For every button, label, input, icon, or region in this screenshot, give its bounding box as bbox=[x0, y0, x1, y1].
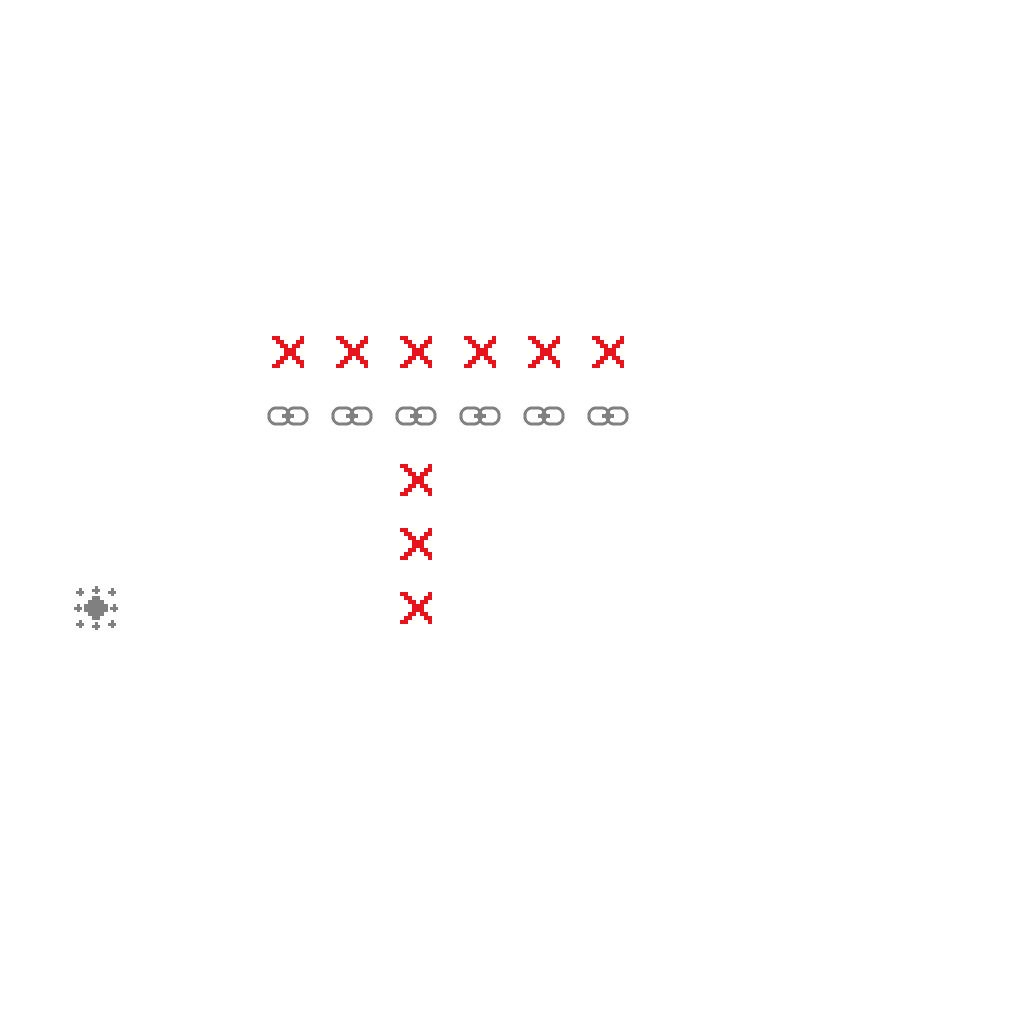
red-x-mark-icon[interactable] bbox=[528, 336, 560, 368]
chain-link-icon[interactable] bbox=[331, 406, 373, 426]
red-x-mark-icon[interactable] bbox=[464, 336, 496, 368]
red-x-mark-icon[interactable] bbox=[400, 336, 432, 368]
chain-link-icon[interactable] bbox=[587, 406, 629, 426]
red-x-mark-icon[interactable] bbox=[400, 464, 432, 496]
red-x-mark-icon[interactable] bbox=[272, 336, 304, 368]
red-x-mark-icon[interactable] bbox=[336, 336, 368, 368]
chain-link-icon[interactable] bbox=[267, 406, 309, 426]
red-x-mark-icon[interactable] bbox=[592, 336, 624, 368]
chain-link-icon[interactable] bbox=[459, 406, 501, 426]
chain-link-icon[interactable] bbox=[395, 406, 437, 426]
red-x-mark-icon[interactable] bbox=[400, 592, 432, 624]
red-x-mark-icon[interactable] bbox=[400, 528, 432, 560]
gear-cross-emblem-icon[interactable] bbox=[74, 586, 118, 630]
chain-link-icon[interactable] bbox=[523, 406, 565, 426]
